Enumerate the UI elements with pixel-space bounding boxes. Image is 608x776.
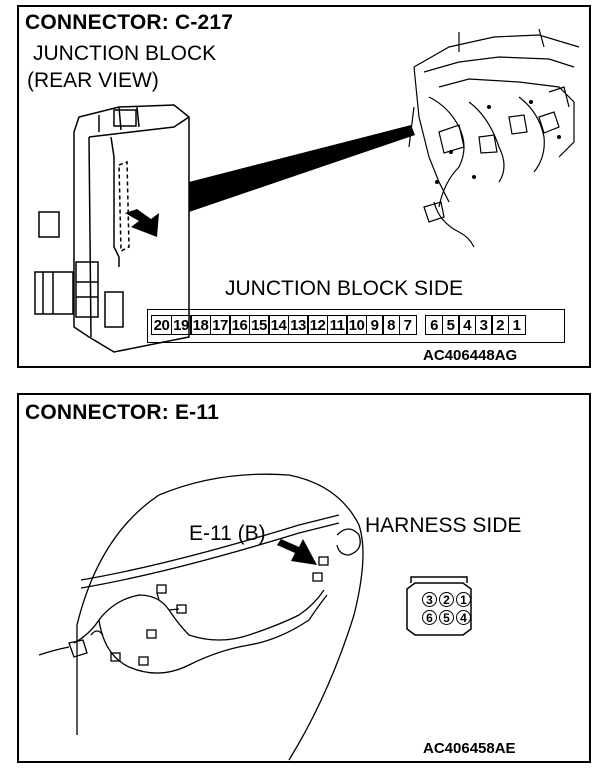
harness-pin-3: 3 (422, 592, 437, 607)
junction-block-pin-20: 20 (151, 315, 172, 335)
rear-view-label: (REAR VIEW) (27, 69, 159, 92)
harness-pin-1: 1 (456, 592, 471, 607)
e11-callout-label: E-11 (B) (189, 522, 266, 545)
junction-block-label: JUNCTION BLOCK (33, 42, 217, 65)
junction-block-pin-18: 18 (190, 315, 211, 335)
harness-pin-5: 5 (439, 610, 454, 625)
junction-block-pin-8: 8 (382, 315, 400, 335)
door-harness-illustration (38, 473, 472, 761)
harness-side-label: HARNESS SIDE (365, 514, 522, 537)
junction-block-pin-4: 4 (458, 315, 476, 335)
figure-code-c217: AC406448AG (423, 347, 518, 364)
junction-block-side-label: JUNCTION BLOCK SIDE (225, 277, 464, 300)
connector-c217-panel: CONNECTOR: C-217 JUNCTION BLOCK (REAR VI… (17, 5, 591, 368)
junction-block-pin-16: 16 (229, 315, 250, 335)
junction-block-pin-9: 9 (365, 315, 384, 335)
junction-block-pin-2: 2 (491, 315, 509, 335)
junction-block-pin-19: 19 (170, 315, 192, 335)
junction-block-pin-10: 10 (346, 315, 367, 335)
junction-block-pin-6: 6 (425, 315, 443, 335)
harness-pin-6: 6 (422, 610, 437, 625)
figure-code-e11: AC406458AE (423, 740, 516, 757)
junction-block-pin-12: 12 (307, 315, 328, 335)
junction-block-pin-5: 5 (441, 315, 460, 335)
junction-block-pin-15: 15 (248, 315, 270, 335)
connector-e11-panel: CONNECTOR: E-11 (17, 393, 591, 763)
junction-block-pin-1: 1 (507, 315, 526, 335)
junction-block-illustration (34, 28, 580, 353)
junction-block-pin-13: 13 (287, 315, 309, 335)
junction-block-pin-3: 3 (474, 315, 493, 335)
junction-block-pin-7: 7 (398, 315, 417, 335)
connector-e11-title: CONNECTOR: E-11 (25, 401, 219, 424)
junction-block-pin-11: 11 (326, 315, 348, 335)
junction-block-connector-outline (147, 309, 565, 343)
harness-pin-2: 2 (439, 592, 454, 607)
junction-block-pin-14: 14 (268, 315, 289, 335)
connector-c217-title: CONNECTOR: C-217 (25, 11, 234, 34)
junction-block-pin-17: 17 (209, 315, 231, 335)
harness-pin-4: 4 (456, 610, 471, 625)
